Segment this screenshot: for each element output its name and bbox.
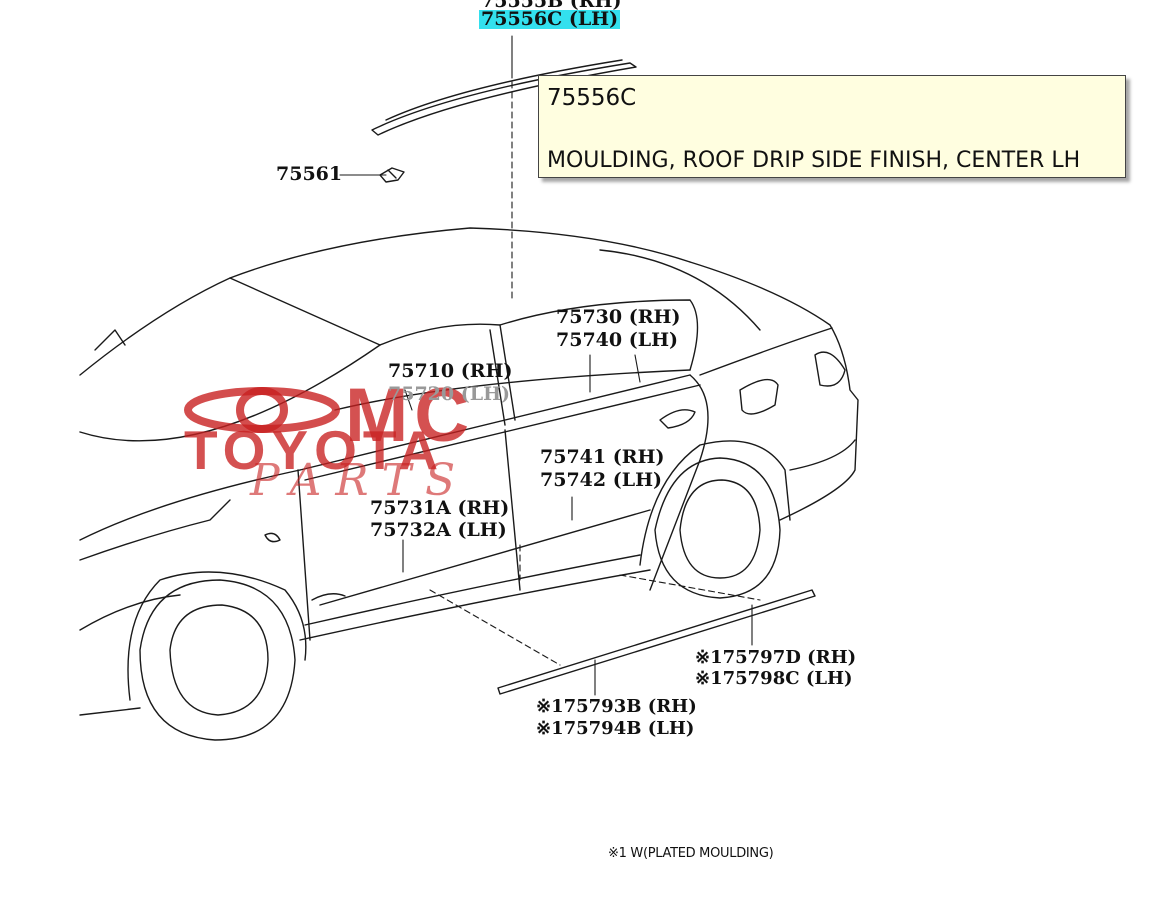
callout-75797d[interactable]: ※175797D (RH): [695, 647, 857, 668]
callout-75556c-selected[interactable]: 75556C (LH): [479, 8, 621, 30]
callout-75710[interactable]: 75710 (RH): [388, 360, 513, 382]
callout-75730[interactable]: 75730 (RH): [556, 306, 681, 328]
callout-75561[interactable]: 75561: [276, 163, 343, 185]
callout-75741[interactable]: 75741 (RH): [540, 446, 665, 468]
callout-75742[interactable]: 75742 (LH): [540, 469, 663, 491]
clip-part-75561[interactable]: [379, 167, 405, 183]
callout-75794b[interactable]: ※175794B (LH): [536, 718, 695, 739]
callout-75793b[interactable]: ※175793B (RH): [536, 696, 697, 717]
tooltip-part-description: MOULDING, ROOF DRIP SIDE FINISH, CENTER …: [547, 148, 1081, 173]
footnote: ※1 W(PLATED MOULDING): [608, 846, 774, 861]
car-body-outline: [79, 227, 859, 741]
callout-75731a[interactable]: 75731A (RH): [370, 497, 510, 519]
roof-drip-moulding-part[interactable]: [371, 59, 637, 136]
leader-lines: [339, 35, 761, 696]
callout-75740[interactable]: 75740 (LH): [556, 329, 679, 351]
callout-75732a[interactable]: 75732A (LH): [370, 519, 507, 541]
tooltip-part-code: 75556C: [547, 85, 637, 111]
part-tooltip: 75556C MOULDING, ROOF DRIP SIDE FINISH, …: [538, 75, 1126, 178]
callout-75555b[interactable]: 75555B (RH): [481, 0, 622, 12]
callout-75798c[interactable]: ※175798C (LH): [695, 668, 853, 689]
callout-75720[interactable]: 75720 (LH): [388, 383, 511, 405]
rocker-moulding-part[interactable]: [497, 589, 816, 695]
